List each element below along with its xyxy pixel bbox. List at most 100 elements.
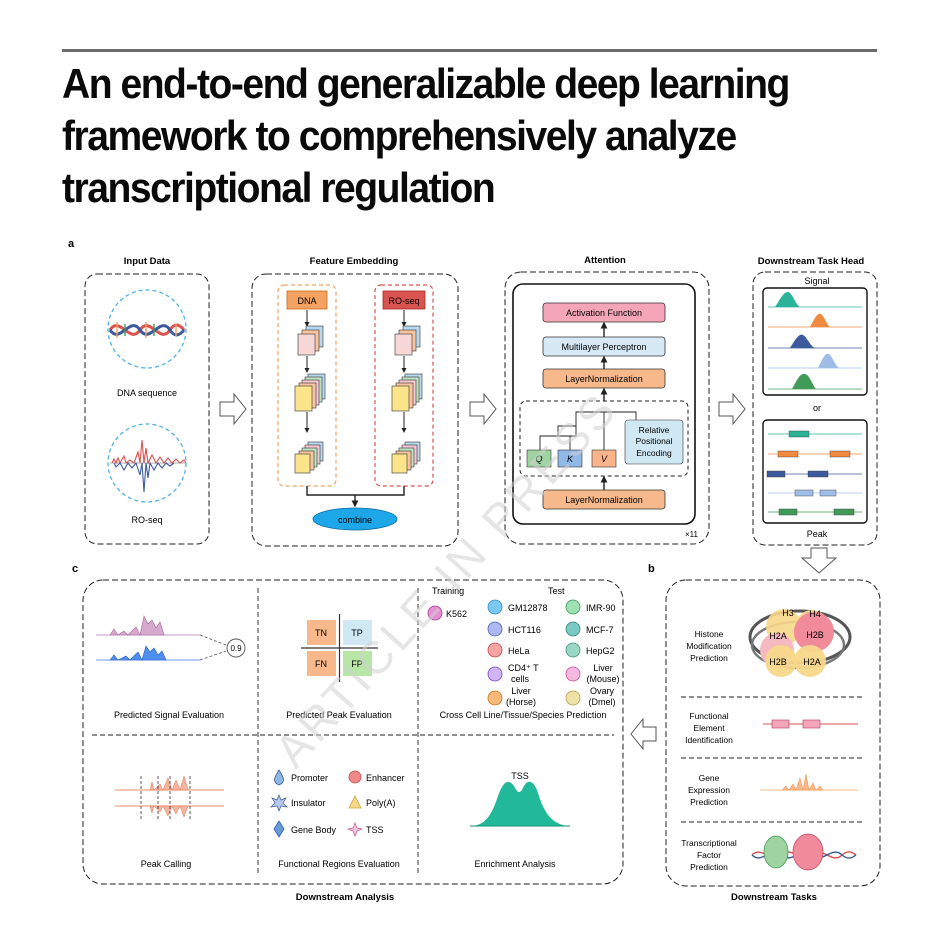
regions-eval-label: Functional Regions Evaluation xyxy=(278,859,400,869)
functional-label-2: Element xyxy=(693,723,725,733)
cell-liver-mouse-2: (Mouse) xyxy=(586,674,619,684)
peak-calling-icon xyxy=(115,775,224,820)
tp-cell xyxy=(343,620,372,645)
tf-label-2: Factor xyxy=(697,850,721,860)
arrow-embedding-to-attention xyxy=(469,392,497,426)
roseq-chip-label: RO-seq xyxy=(388,296,419,306)
cell-cd4-1: CD4⁺ T xyxy=(508,663,539,673)
fp-label: FP xyxy=(351,659,363,669)
gene-label-1: Gene xyxy=(699,773,720,783)
genebody-icon xyxy=(273,820,285,838)
q-label: Q xyxy=(535,454,542,464)
input-panel xyxy=(84,273,210,545)
dna-label: DNA sequence xyxy=(117,388,177,398)
cell-liver-horse-1: Liver xyxy=(511,686,531,696)
tasks-panel xyxy=(665,579,881,887)
fn-cell xyxy=(307,651,336,676)
dna-chip xyxy=(286,290,328,310)
insulator-label: Insulator xyxy=(291,798,326,808)
tf-label-1: Transcriptional xyxy=(681,838,737,848)
embedding-panel xyxy=(251,273,459,547)
tp-label: TP xyxy=(351,628,363,638)
analysis-panel xyxy=(82,579,624,885)
panel-label-b: b xyxy=(648,563,655,575)
cell-icons xyxy=(427,599,581,706)
rpe-label-3: Encoding xyxy=(636,448,672,458)
activation-label: Activation Function xyxy=(566,308,642,318)
k-box xyxy=(557,449,583,468)
enrichment-curve xyxy=(472,781,568,826)
tss-label: TSS xyxy=(366,825,384,835)
panel-label-a: a xyxy=(68,238,75,250)
layernorm-bottom-label: LayerNormalization xyxy=(565,495,643,505)
tn-cell xyxy=(307,620,336,645)
nucleosome-h2a-top: H2A xyxy=(769,631,787,641)
gene-label-3: Prediction xyxy=(690,797,728,807)
embedding-header: Feature Embedding xyxy=(310,256,399,267)
attention-outer xyxy=(504,271,710,545)
k-label: K xyxy=(567,454,574,464)
histone-label-2: Modification xyxy=(686,641,732,651)
cell-imr90: IMR-90 xyxy=(586,603,616,613)
head-header: Downstream Task Head xyxy=(758,256,865,267)
polya-label: Poly(A) xyxy=(366,798,396,808)
peak-label: Peak xyxy=(807,529,828,539)
gene-expression-signal xyxy=(760,773,858,791)
v-box xyxy=(591,449,617,468)
rpe-label-1: Relative xyxy=(639,425,670,435)
input-header: Input Data xyxy=(124,256,171,267)
rpe-box xyxy=(624,419,684,465)
tn-label: TN xyxy=(315,628,327,638)
rpe-label-2: Positional xyxy=(636,436,673,446)
tf-label-3: Prediction xyxy=(690,862,728,872)
arrow-attention-to-head xyxy=(718,392,746,426)
layernorm-top-label: LayerNormalization xyxy=(565,374,643,384)
layernorm-bottom-box xyxy=(542,489,666,510)
arrow-head-to-tasks xyxy=(800,547,838,574)
enrichment-label: Enrichment Analysis xyxy=(474,859,556,869)
combine-node xyxy=(312,507,398,531)
dna-helix-icon xyxy=(108,322,186,338)
cell-liver-mouse-1: Liver xyxy=(593,663,613,673)
or-label: or xyxy=(813,403,821,413)
page-title: An end-to-end generalizable deep learnin… xyxy=(62,60,790,211)
dna-chip-label: DNA xyxy=(297,296,316,306)
functional-label-3: Identification xyxy=(685,735,733,745)
test-label: Test xyxy=(548,586,565,596)
histone-label-3: Prediction xyxy=(690,653,728,663)
peak-tracks xyxy=(766,430,862,516)
cell-cd4-2: cells xyxy=(511,674,530,684)
dna-conv-stack xyxy=(294,310,326,474)
dna-circle xyxy=(107,289,187,369)
roseq-signal-icon xyxy=(110,439,187,493)
genebody-label: Gene Body xyxy=(291,825,337,835)
functional-element-track xyxy=(763,719,858,729)
nucleosome-h2b-bottom: H2B xyxy=(769,657,787,667)
nucleosome-h4: H4 xyxy=(809,609,821,619)
peak-box xyxy=(762,419,868,524)
tf-binding-icon xyxy=(751,833,857,871)
tasks-footer: Downstream Tasks xyxy=(731,892,817,903)
roseq-label: RO-seq xyxy=(131,515,162,525)
combine-label: combine xyxy=(338,515,372,525)
attention-block xyxy=(512,283,696,525)
arrow-input-to-embedding xyxy=(219,392,247,426)
cell-hct116: HCT116 xyxy=(508,625,541,635)
repeat-label: ×11 xyxy=(685,530,699,539)
v-label: V xyxy=(601,454,608,464)
cell-ovary-2: (Dmel) xyxy=(589,697,616,707)
attention-header: Attention xyxy=(584,255,626,266)
promoter-label: Promoter xyxy=(291,773,328,783)
signal-tracks xyxy=(768,292,862,390)
cell-hela: HeLa xyxy=(508,646,530,656)
histone-label-1: Histone xyxy=(695,629,724,639)
nucleosome-h2b-right: H2B xyxy=(806,630,824,640)
insulator-icon xyxy=(269,794,289,812)
cell-hepg2: HepG2 xyxy=(586,646,615,656)
analysis-footer: Downstream Analysis xyxy=(296,892,394,903)
r-value: 0.9 xyxy=(230,644,242,653)
cell-gm12878: GM12878 xyxy=(508,603,548,613)
cell-mcf7: MCF-7 xyxy=(586,625,614,635)
q-box xyxy=(526,449,552,468)
training-label: Training xyxy=(432,586,464,596)
